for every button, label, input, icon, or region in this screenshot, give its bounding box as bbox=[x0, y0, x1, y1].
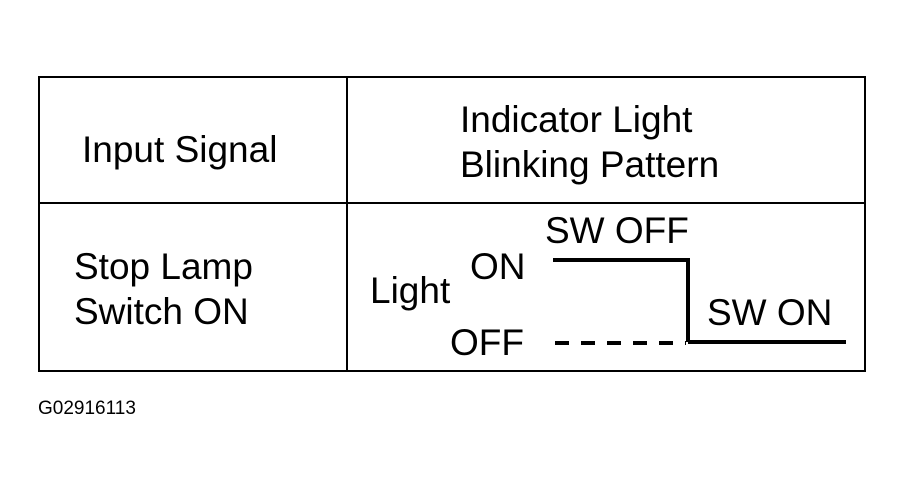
row-divider bbox=[40, 202, 864, 204]
header-input-signal: Input Signal bbox=[82, 129, 278, 170]
waveform-on-segment bbox=[553, 258, 690, 342]
figure-id: G02916113 bbox=[38, 398, 136, 419]
row-label-line2: Switch ON bbox=[74, 291, 249, 332]
sw-on-label: SW ON bbox=[707, 292, 833, 333]
signal-table: Input Signal Indicator Light Blinking Pa… bbox=[38, 76, 866, 372]
sw-off-label: SW OFF bbox=[545, 210, 689, 251]
off-level-label: OFF bbox=[450, 322, 524, 363]
on-level-label: ON bbox=[470, 246, 526, 287]
header-pattern-line1: Indicator Light bbox=[460, 99, 693, 140]
row-label-line1: Stop Lamp bbox=[74, 246, 253, 287]
light-label: Light bbox=[370, 270, 451, 311]
column-divider bbox=[346, 78, 348, 370]
header-pattern-line2: Blinking Pattern bbox=[460, 144, 720, 185]
